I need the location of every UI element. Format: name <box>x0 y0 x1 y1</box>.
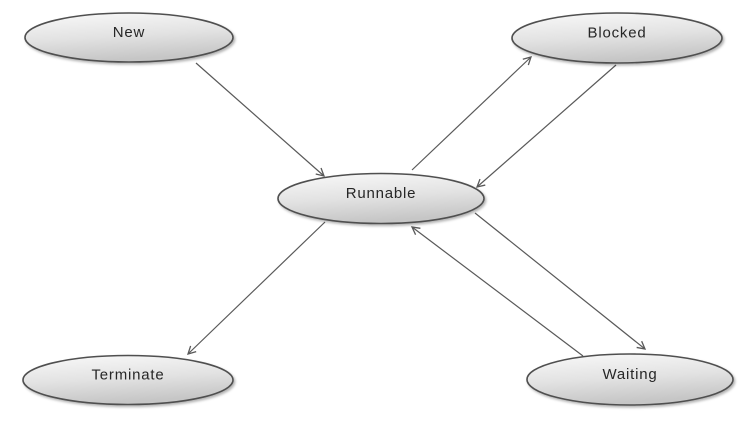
node-new-label: New <box>113 24 145 41</box>
node-blocked-ellipse <box>511 12 723 64</box>
edge-waiting-to-runnable <box>410 226 584 357</box>
node-waiting-label: Waiting <box>602 366 657 383</box>
node-runnable-label: Runnable <box>346 185 417 202</box>
node-blocked: Blocked <box>511 12 723 64</box>
node-runnable-ellipse <box>277 172 485 225</box>
edge-runnable-to-waiting <box>474 212 647 350</box>
node-runnable: Runnable <box>277 172 485 225</box>
edge-blocked-to-runnable <box>475 64 617 188</box>
edge-runnable-to-terminate <box>187 221 326 355</box>
edge-runnable-to-blocked <box>411 56 533 171</box>
node-terminate: Terminate <box>22 354 234 406</box>
edge-new-to-runnable <box>195 62 326 177</box>
node-terminate-label: Terminate <box>91 367 164 384</box>
node-terminate-ellipse <box>22 354 234 406</box>
node-blocked-label: Blocked <box>588 25 647 42</box>
node-waiting: Waiting <box>526 353 734 406</box>
node-waiting-ellipse <box>526 353 734 406</box>
node-new: New <box>24 12 234 63</box>
node-new-ellipse <box>24 12 234 63</box>
